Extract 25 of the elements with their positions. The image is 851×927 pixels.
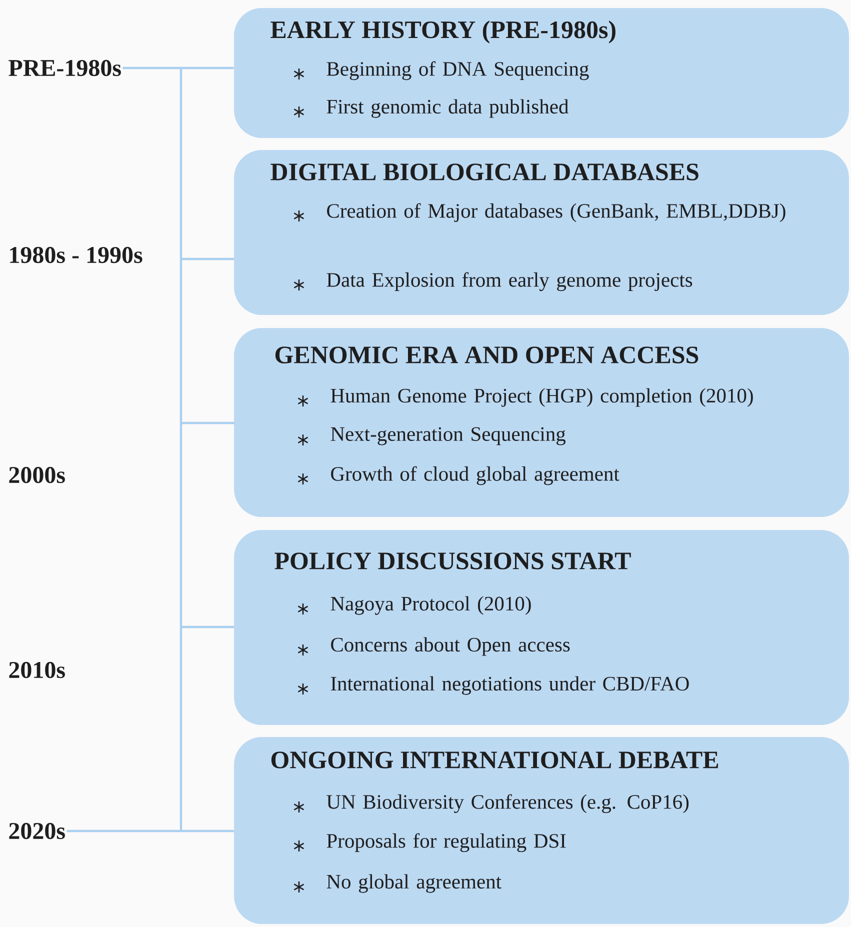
year-label: 2010s (9, 662, 65, 678)
bullet-item: Human Genome Project (HGP) completion (2010) (330, 388, 753, 407)
year-label: PRE-1980s (8, 60, 121, 76)
bullet-item: Proposals for regulating DSI (326, 833, 566, 852)
box-heading: EARLY HISTORY (PRE-1980s) (270, 20, 616, 44)
bullet-item: Data Explosion from early genome projects (326, 272, 692, 292)
year-label: 2020s (9, 822, 65, 840)
box-heading: POLICY DISCUSSIONS START (274, 552, 631, 570)
box-heading: DIGITAL BIOLOGICAL DATABASES (270, 164, 698, 180)
bullet-item: Growth of cloud global agreement (331, 466, 620, 486)
bullet-item: Beginning of DNA Sequencing (326, 61, 589, 80)
box-heading: GENOMIC ERA AND OPEN ACCESS (275, 346, 698, 364)
bullet-item: No global agreement (326, 874, 502, 893)
bullet-item: International negotiations under CBD/FAO (330, 676, 689, 695)
bullet-item: Concerns about Open access (331, 637, 570, 656)
year-label: 1980s - 1990s (10, 246, 142, 264)
bullet-item: UN Biodiversity Conferences (e.g. CoP16) (326, 794, 689, 814)
bullet-item: First genomic data published (326, 99, 568, 118)
connector-line (66, 830, 234, 832)
connector-line (122, 66, 234, 70)
bullet-item: Next-generation Sequencing (330, 427, 566, 446)
year-label: 2000s (9, 466, 65, 484)
bullet-item: Nagoya Protocol (2010) (330, 596, 531, 615)
bullet-item: Creation of Major databases (GenBank, EMBL,DDBJ) (327, 203, 786, 222)
box-heading: ONGOING INTERNATIONAL DEBATE (271, 752, 718, 768)
